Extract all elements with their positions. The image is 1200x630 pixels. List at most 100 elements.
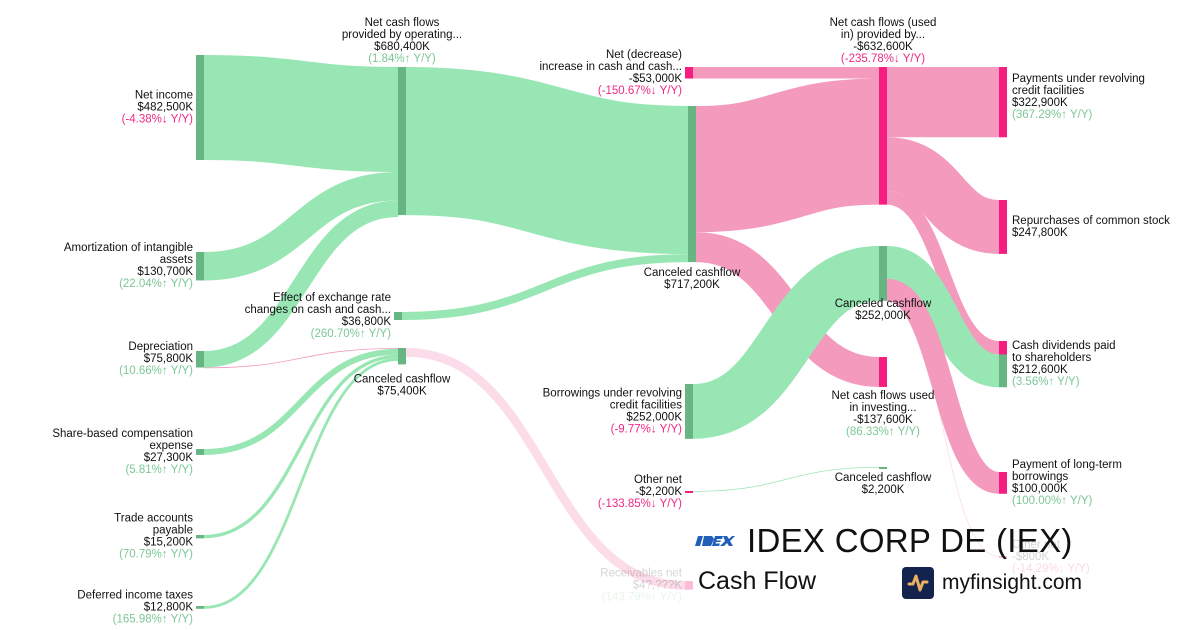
- node-value: -$137,600K: [853, 414, 913, 426]
- node-value: $247,800K: [1012, 227, 1068, 239]
- node-value: $680,400K: [374, 41, 430, 53]
- node-value: $100,000K: [1012, 483, 1068, 495]
- link-canceled_75-to-receivables: [405, 347, 686, 590]
- node-name: provided by operating...: [342, 29, 462, 41]
- node-change: (-9.77%↓ Y/Y): [611, 423, 683, 435]
- node-name: Canceled cashflow: [354, 373, 451, 385]
- node-value: $252,000K: [855, 310, 911, 322]
- site-brand[interactable]: myfinsight.com: [902, 567, 1082, 599]
- node-value: $4?,???K: [633, 579, 683, 591]
- idex-logo-icon: [695, 536, 735, 546]
- label-other_net_800: Other net-$800K(-14.29%↓ Y/Y): [1012, 539, 1090, 575]
- node-value: $322,900K: [1012, 97, 1068, 109]
- node-name: Depreciation: [128, 341, 193, 353]
- node-name: Other net: [634, 474, 683, 486]
- node-lt_borrowings: [999, 472, 1007, 494]
- node-name: to shareholders: [1012, 352, 1092, 364]
- node-name: Payments under revolving: [1012, 73, 1145, 85]
- node-name: credit facilities: [1012, 85, 1084, 97]
- node-change: (-14.29%↓ Y/Y): [1012, 563, 1090, 575]
- link-canceled_252-to-dividends: [884, 245, 1002, 388]
- label-repurchases: Repurchases of common stock$247,800K: [1012, 215, 1170, 239]
- link-canceled_717-to-financing: [694, 78, 881, 233]
- node-name: expense: [150, 440, 193, 452]
- node-name: in investing...: [849, 402, 916, 414]
- node-change: (70.79%↑ Y/Y): [119, 549, 193, 561]
- node-name: Amortization of intangible: [64, 242, 193, 254]
- node-borrowings: [685, 384, 693, 439]
- node-value: -$53,000K: [629, 73, 682, 85]
- node-value: $252,000K: [626, 411, 682, 423]
- node-value: -$800K: [1012, 551, 1049, 563]
- node-value: $130,700K: [137, 266, 193, 278]
- node-name: Effect of exchange rate: [273, 292, 391, 304]
- node-name: Net income: [135, 90, 193, 102]
- link-share_comp-to-canceled_75: [203, 348, 399, 455]
- link-financing-to-repurchases: [884, 137, 1002, 254]
- node-name: Other net: [1012, 539, 1061, 551]
- node-name: Canceled cashflow: [644, 267, 741, 279]
- link-borrowings-to-canceled_252: [690, 246, 882, 439]
- link-canceled_252-to-lt_borrowings: [885, 278, 1001, 494]
- node-name: Net cash flows (used: [830, 17, 937, 29]
- node-name: increase in cash and cash...: [539, 61, 682, 73]
- node-change: (-235.78%↓ Y/Y): [841, 53, 925, 65]
- node-value: $75,400K: [377, 385, 427, 397]
- node-canceled_2200: [879, 467, 887, 469]
- link-fx_effect-to-canceled_717: [401, 254, 689, 321]
- node-name: Deferred income taxes: [77, 589, 193, 601]
- node-amortization: [196, 252, 204, 281]
- node-name: Share-based compensation: [52, 428, 193, 440]
- link-depreciation-to-canceled_75: [203, 348, 399, 369]
- node-change: (5.81%↑ Y/Y): [125, 464, 193, 476]
- node-operating: [398, 67, 406, 216]
- statement-title: Cash Flow: [698, 567, 817, 595]
- node-change: (-4.38%↓ Y/Y): [122, 114, 194, 126]
- node-net_income: [196, 55, 204, 160]
- node-change: (367.29%↑ Y/Y): [1012, 109, 1093, 121]
- node-financing: [879, 67, 887, 205]
- node-name: changes on cash and cash...: [245, 304, 391, 316]
- node-value: $482,500K: [137, 102, 193, 114]
- node-value: $12,800K: [144, 601, 194, 613]
- label-canceled_717: Canceled cashflow$717,200K: [644, 267, 741, 291]
- node-name: in) provided by...: [841, 29, 925, 41]
- node-value: -$632,600K: [853, 41, 913, 53]
- node-change: (3.56%↑ Y/Y): [1012, 376, 1080, 388]
- node-name: payable: [153, 525, 193, 537]
- pulse-icon: [902, 567, 934, 599]
- site-name: myfinsight.com: [942, 571, 1083, 594]
- node-name: borrowings: [1012, 471, 1068, 483]
- label-net_decrease: Net (decrease)increase in cash and cash.…: [539, 49, 682, 97]
- node-value: $2,200K: [862, 484, 905, 496]
- link-net_income-to-operating: [203, 55, 399, 172]
- node-change: (1.84%↑ Y/Y): [368, 53, 436, 65]
- link-operating-to-canceled_717: [405, 67, 689, 255]
- label-net_income: Net income$482,500K(-4.38%↓ Y/Y): [122, 90, 194, 126]
- label-canceled_2200: Canceled cashflow$2,200K: [835, 472, 932, 496]
- node-name: Repurchases of common stock: [1012, 215, 1170, 227]
- node-deferred_tax: [196, 606, 204, 609]
- node-name: Net (decrease): [606, 49, 682, 61]
- node-canceled_252: [879, 246, 887, 301]
- node-name: Net cash flows: [365, 17, 440, 29]
- node-value: $15,200K: [144, 537, 194, 549]
- node-value: $75,800K: [144, 353, 194, 365]
- node-name: Payment of long-term: [1012, 459, 1122, 471]
- node-canceled_717: [688, 106, 696, 263]
- node-trade_ap: [196, 535, 204, 539]
- node-name: Receivables net: [600, 567, 683, 579]
- node-name: Borrowings under revolving: [543, 387, 682, 399]
- sankey-nodes: [196, 55, 1007, 609]
- node-depreciation: [196, 351, 204, 368]
- node-change: (165.98%↑ Y/Y): [113, 613, 194, 625]
